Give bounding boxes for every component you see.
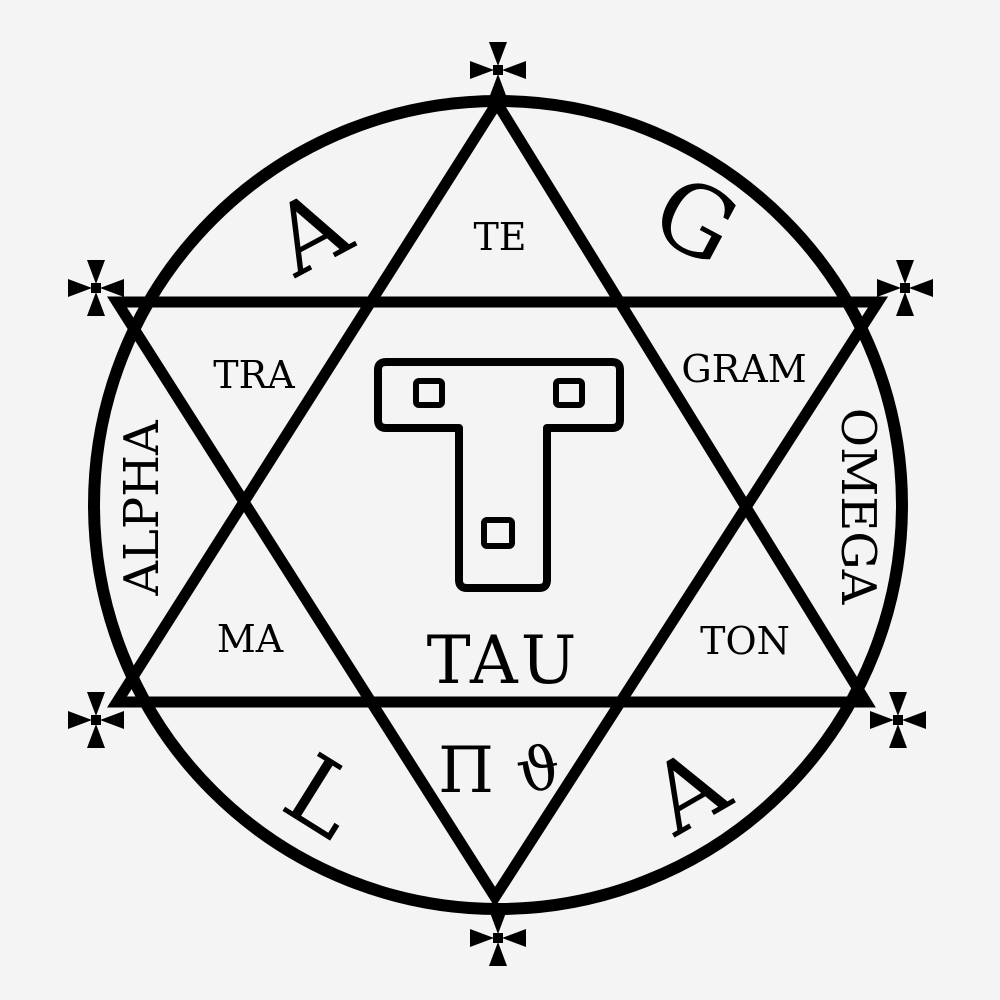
label-te: TE (473, 215, 526, 259)
upward-triangle (106, 92, 876, 708)
downward-triangle (106, 296, 889, 908)
glyph-theta: ϑ (511, 732, 565, 808)
vertex-cross-top (470, 42, 526, 98)
label-gram: GRAM (681, 347, 806, 391)
glyph-pi: Π (438, 734, 494, 808)
label-tau: TAU (427, 622, 580, 699)
label-tra: TRA (213, 353, 295, 397)
letter-a-top: A (253, 166, 369, 299)
vertex-cross-lower-right (870, 692, 926, 748)
label-ma: MA (217, 617, 284, 661)
vertex-cross-upper-right (877, 260, 933, 316)
label-ton: TON (700, 619, 790, 663)
word-omega: OMEGA (830, 408, 886, 606)
vertex-cross-bottom (470, 910, 526, 966)
word-alpha: ALPHA (114, 419, 170, 597)
tau-cross-icon (374, 358, 624, 592)
